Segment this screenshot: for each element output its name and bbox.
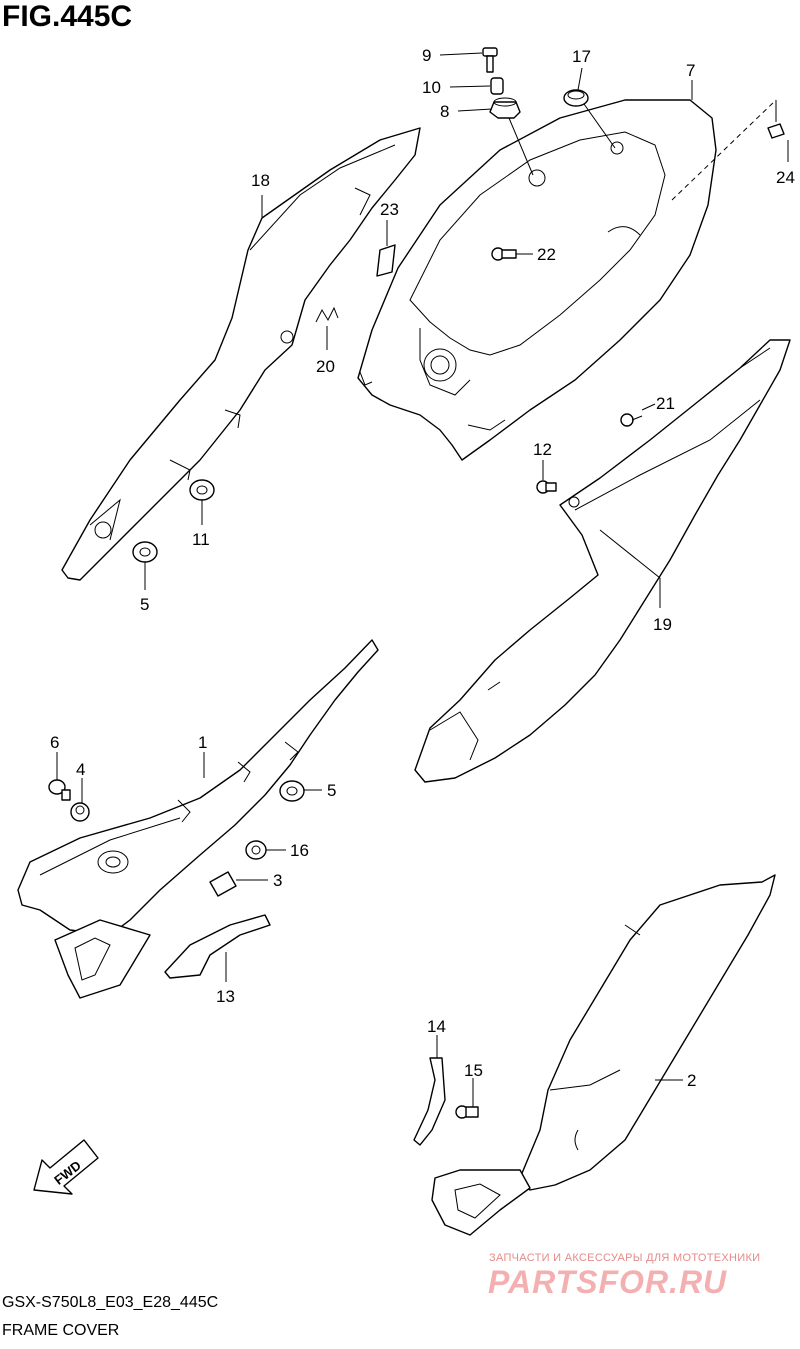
fwd-arrow: FWD xyxy=(33,1139,99,1195)
part-7-tail-cowl[interactable] xyxy=(357,99,717,461)
callout-14: 14 xyxy=(427,1017,446,1036)
callout-23: 23 xyxy=(380,200,399,219)
callout-3: 3 xyxy=(273,871,282,890)
callout-22: 22 xyxy=(537,245,556,264)
watermark-brand: PARTSFOR.RU xyxy=(488,1264,728,1300)
callout-9: 9 xyxy=(422,46,431,65)
part-18-left-rail-cover[interactable] xyxy=(61,127,421,581)
part-22-rivet[interactable] xyxy=(491,247,517,261)
part-10-collar[interactable] xyxy=(490,77,504,95)
part-5-grommet-upper[interactable] xyxy=(132,541,158,563)
part-1-left-frame-cover[interactable] xyxy=(17,639,379,999)
part-4-collar[interactable] xyxy=(70,802,90,822)
callout-20: 20 xyxy=(316,357,335,376)
part-20-clip[interactable] xyxy=(315,306,339,323)
figure-name: FRAME COVER xyxy=(2,1322,120,1339)
part-5-grommet-lower[interactable] xyxy=(279,780,305,802)
part-13-bracket[interactable] xyxy=(164,914,271,979)
figure-title: FIG.445C xyxy=(2,0,133,33)
part-19-right-side-cover[interactable] xyxy=(414,339,791,783)
part-14-bracket[interactable] xyxy=(413,1057,446,1146)
part-17-cap[interactable] xyxy=(563,89,589,107)
part-6-bolt[interactable] xyxy=(48,779,71,801)
callout-16: 16 xyxy=(290,841,309,860)
callout-10: 10 xyxy=(422,78,441,97)
callout-6: 6 xyxy=(50,733,59,752)
callout-5-lower: 5 xyxy=(327,781,336,800)
callout-5: 5 xyxy=(140,595,149,614)
callout-24: 24 xyxy=(776,168,795,187)
callout-18: 18 xyxy=(251,171,270,190)
callout-15: 15 xyxy=(464,1061,483,1080)
part-23-tape[interactable] xyxy=(376,244,396,277)
part-16-grommet[interactable] xyxy=(245,840,267,860)
model-code: GSX-S750L8_E03_E28_445C xyxy=(2,1294,219,1311)
callout-2: 2 xyxy=(687,1071,696,1090)
callout-labels: 9 10 8 17 7 24 18 23 22 20 21 12 11 5 19… xyxy=(50,46,795,1090)
part-24-cushion[interactable] xyxy=(767,123,785,139)
part-21-screw[interactable] xyxy=(620,413,643,427)
callout-1: 1 xyxy=(198,733,207,752)
callout-8: 8 xyxy=(440,102,449,121)
callout-13: 13 xyxy=(216,987,235,1006)
callout-17: 17 xyxy=(572,47,591,66)
callout-4: 4 xyxy=(76,760,85,779)
callout-21: 21 xyxy=(656,394,675,413)
callout-12: 12 xyxy=(533,440,552,459)
part-11-grommet[interactable] xyxy=(189,479,215,501)
leader-lines xyxy=(56,52,789,1107)
watermark-tagline: ЗАПЧАСТИ И АКСЕССУАРЫ ДЛЯ МОТОТЕХНИКИ xyxy=(489,1252,761,1264)
callout-11: 11 xyxy=(192,530,210,549)
part-8-grommet[interactable] xyxy=(489,97,521,119)
callout-7: 7 xyxy=(686,61,695,80)
part-9-screw[interactable] xyxy=(482,47,498,73)
part-12-rivet[interactable] xyxy=(536,480,557,494)
callout-19: 19 xyxy=(653,615,672,634)
part-3-cushion[interactable] xyxy=(209,871,237,897)
part-2-right-frame-cover[interactable] xyxy=(431,874,776,1236)
part-15-rivet[interactable] xyxy=(455,1105,479,1119)
